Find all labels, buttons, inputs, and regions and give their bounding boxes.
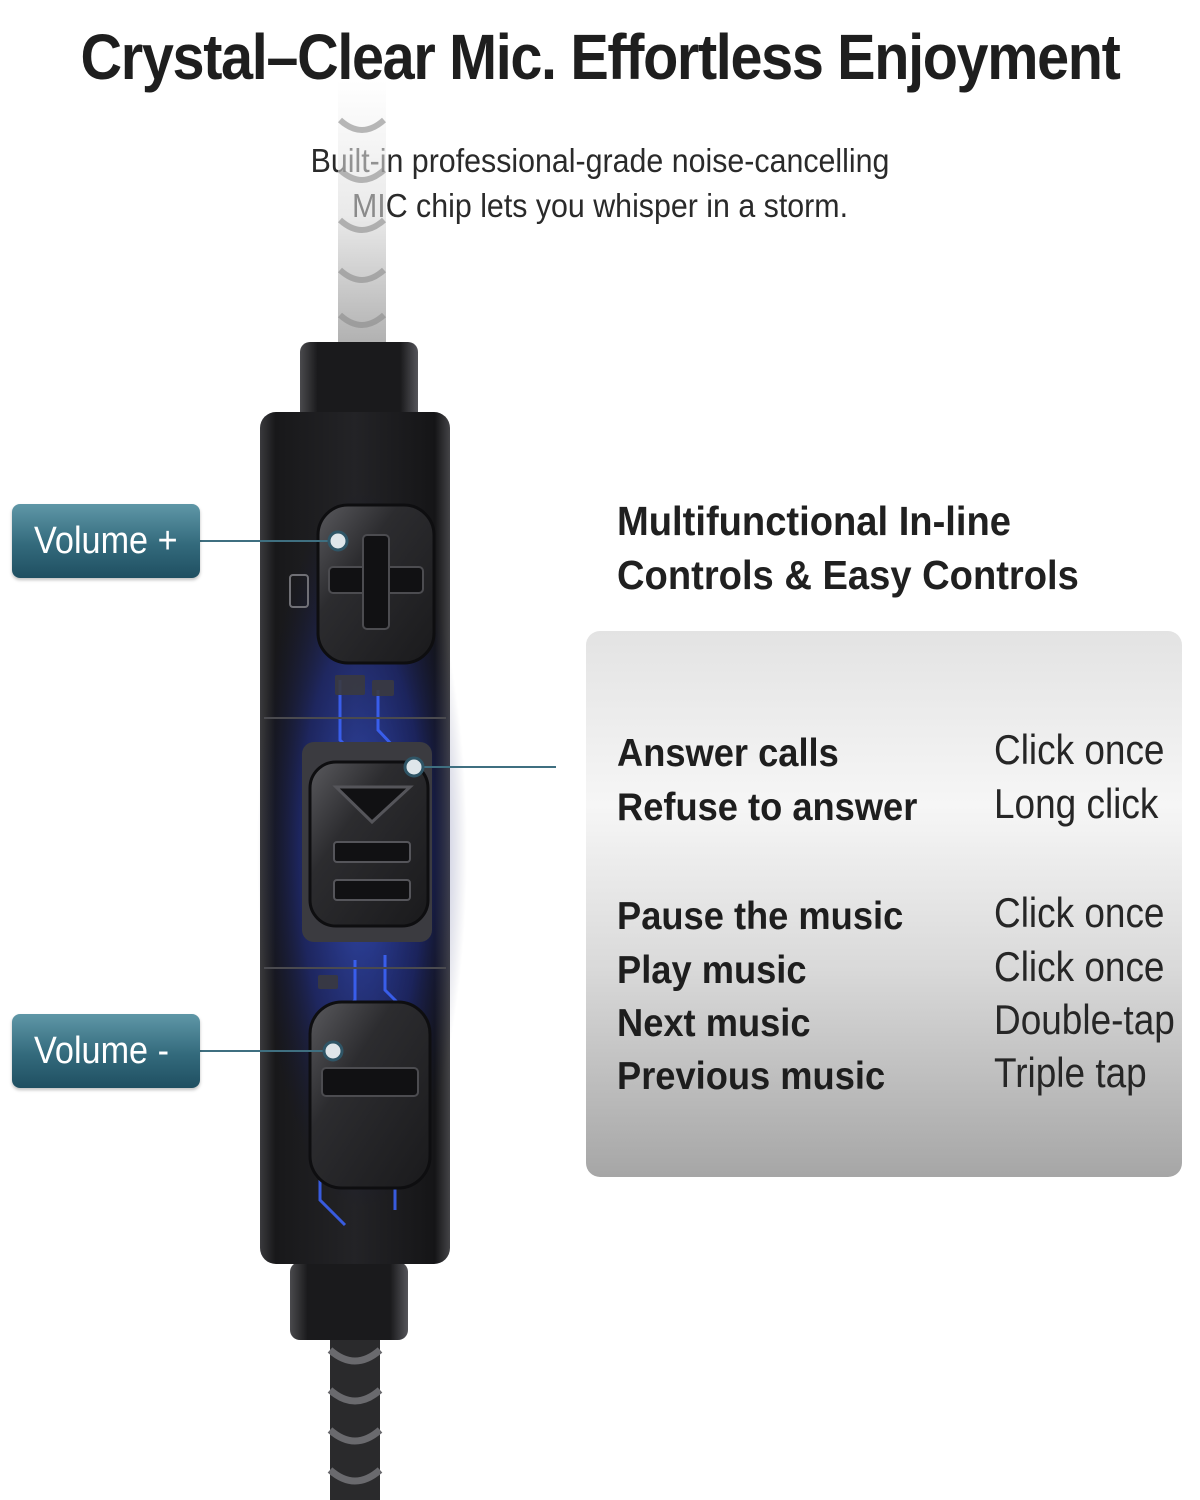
lower-cable <box>327 1335 383 1500</box>
top-cap <box>300 342 418 422</box>
controls-heading-line-1: Multifunctional In-line <box>617 498 1011 544</box>
page-title: Crystal–Clear Mic. Effortless Enjoyment <box>80 21 1121 93</box>
control-row-answer-calls: Answer calls Click once <box>617 726 1187 781</box>
control-gesture: Triple tap <box>994 1049 1147 1096</box>
volume-down-label: Volume - <box>12 1014 200 1088</box>
controls-heading-line-2: Controls & Easy Controls <box>617 552 1079 598</box>
control-action: Pause the music <box>617 895 904 938</box>
upper-cable <box>337 80 387 352</box>
controls-panel <box>586 631 1182 1177</box>
subtitle-line-1: Built-in professional-grade noise-cancel… <box>310 142 890 179</box>
bottom-cap <box>290 1262 408 1340</box>
control-gesture: Long click <box>994 780 1159 827</box>
control-action: Previous music <box>617 1055 886 1098</box>
control-action: Play music <box>617 949 807 992</box>
plus-icon <box>328 534 424 630</box>
control-gesture: Click once <box>994 889 1165 936</box>
play-pause-icon <box>332 785 414 901</box>
control-action: Next music <box>617 1002 811 1045</box>
minus-icon <box>321 1067 419 1097</box>
control-action: Refuse to answer <box>617 786 918 829</box>
volume-up-label: Volume + <box>12 504 200 578</box>
volume-up-label-text: Volume + <box>34 520 178 562</box>
control-row-refuse: Refuse to answer Long click <box>617 780 1187 835</box>
control-row-pause: Pause the music Click once <box>617 889 1187 944</box>
controls-heading: Multifunctional In-line Controls & Easy … <box>617 494 1114 602</box>
control-gesture: Click once <box>994 943 1165 990</box>
volume-down-label-text: Volume - <box>34 1030 169 1072</box>
volume-up-button[interactable] <box>316 503 436 665</box>
control-row-play: Play music Click once <box>617 943 1187 998</box>
subtitle-line-2: MIC chip lets you whisper in a storm. <box>351 187 849 224</box>
callout-connectors <box>200 530 556 1062</box>
circuit-chips <box>289 574 394 989</box>
play-pause-button[interactable] <box>302 742 432 942</box>
control-action: Answer calls <box>617 732 839 775</box>
control-gesture: Double-tap <box>994 996 1175 1043</box>
page-subtitle: Built-in professional-grade noise-cancel… <box>0 138 1200 228</box>
control-row-previous: Previous music Triple tap <box>617 1049 1187 1104</box>
control-gesture: Click once <box>994 726 1165 773</box>
control-row-next: Next music Double-tap <box>617 996 1187 1051</box>
volume-down-button[interactable] <box>308 1000 432 1190</box>
